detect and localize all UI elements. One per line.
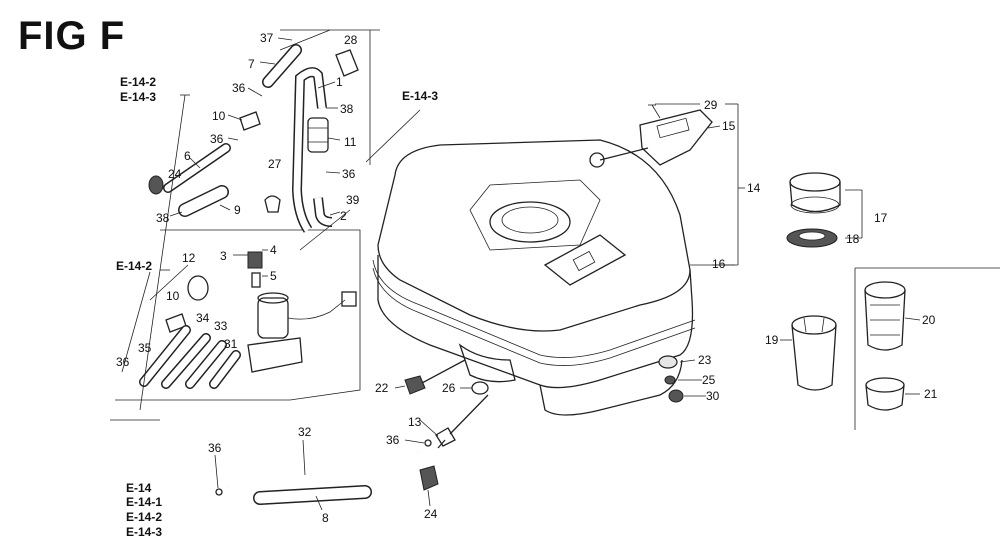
part-number: 25: [702, 373, 716, 387]
part-number: 22: [375, 381, 389, 395]
grommet-24-upper: [148, 175, 164, 195]
part-number: 15: [722, 119, 736, 133]
part-number: 18: [846, 232, 860, 246]
fuel-filter-11: [307, 117, 329, 153]
part-number: 35: [138, 341, 152, 355]
tank-bolt-22: [404, 359, 466, 395]
grommet-24-bottom: [419, 465, 439, 491]
ref-e14-2-top: E-14-2: [120, 75, 156, 89]
part-number: 11: [344, 135, 357, 149]
part-number: 2: [340, 209, 347, 223]
part-number: 21: [924, 387, 938, 401]
part-number: 36: [342, 167, 356, 181]
part-number: 36: [210, 132, 224, 146]
part-number: 37: [260, 31, 274, 45]
hose-37-7: [262, 44, 302, 88]
cap-seal: [786, 228, 838, 248]
hose-9: [178, 185, 229, 217]
part-number: 14: [747, 181, 761, 195]
ref-e14-2-bottom: E-14-2: [126, 510, 162, 524]
part-number: 10: [166, 289, 180, 303]
part-number: 29: [704, 98, 718, 112]
part-number: 5: [270, 269, 277, 283]
grommet-4: [247, 251, 263, 269]
part-number: 33: [214, 319, 228, 333]
part-number: 9: [234, 203, 241, 217]
fuel-pump: [247, 291, 357, 373]
part-number: 27: [268, 157, 282, 171]
part-number: 24: [424, 507, 438, 521]
part-number: 7: [248, 57, 255, 71]
nut-30: [668, 389, 684, 403]
part-number: 38: [340, 102, 354, 116]
figure-title: FIG F: [18, 14, 126, 58]
washer-25: [664, 375, 676, 385]
bracket-12: [187, 275, 209, 301]
ref-e14-3-bottom: E-14-3: [126, 525, 162, 539]
part-number: 24: [168, 167, 182, 181]
ref-e14-1-bottom: E-14-1: [126, 495, 162, 509]
part-number: 26: [442, 381, 456, 395]
strainer-20: [864, 281, 906, 351]
hoses-31-35: [139, 325, 241, 389]
part-number: 19: [765, 333, 779, 347]
part-number: 31: [224, 337, 238, 351]
fuel-cap: [789, 172, 841, 214]
ref-e14-bottom: E-14: [126, 481, 152, 495]
part-number: 10: [212, 109, 226, 123]
fuel-hose-32: [227, 449, 421, 491]
clamp-27: [264, 195, 281, 213]
part-number: 3: [220, 249, 227, 263]
part-number: 17: [874, 211, 888, 225]
clip-28: [335, 49, 359, 77]
clamp-36-bottom: [215, 439, 432, 496]
part-number: 34: [196, 311, 210, 325]
ref-e14-3-center: E-14-3: [402, 89, 438, 103]
ref-e14-2-mid: E-14-2: [116, 259, 152, 273]
strainer-19: [791, 315, 837, 391]
fuel-joint-13: [435, 394, 489, 449]
strainer-ring-21: [865, 377, 905, 411]
leader-lines: [110, 37, 921, 511]
part-number: 12: [182, 251, 196, 265]
fuel-gauge-assembly: [589, 104, 713, 168]
washer-23: [658, 355, 678, 369]
part-number-labels: 37 7 28 36 1 38 10 36 11 6 36 27 24 2 39…: [116, 31, 938, 525]
ref-e14-3-top: E-14-3: [120, 90, 156, 104]
part-number: 36: [208, 441, 222, 455]
part-number: 8: [322, 511, 329, 525]
part-number: 1: [336, 75, 343, 89]
cock-10-upper: [239, 111, 261, 131]
part-number: 30: [706, 389, 720, 403]
pin-5: [251, 272, 261, 288]
part-number: 28: [344, 33, 358, 47]
hose-1: [291, 67, 327, 233]
part-number: 20: [922, 313, 936, 327]
part-number: 36: [116, 355, 130, 369]
part-number: 4: [270, 243, 277, 257]
part-number: 36: [386, 433, 400, 447]
part-number: 32: [298, 425, 312, 439]
hose-2: [313, 197, 333, 227]
part-number: 6: [184, 149, 191, 163]
part-number: 16: [712, 257, 726, 271]
reference-labels: E-14-2 E-14-3 E-14-3 E-14-2 E-14 E-14-1 …: [116, 75, 438, 539]
section-dividers: [115, 29, 1000, 430]
part-number: 36: [232, 81, 246, 95]
part-number: 23: [698, 353, 712, 367]
part-number: 13: [408, 415, 422, 429]
washer-26: [471, 381, 489, 395]
part-number: 38: [156, 211, 170, 225]
hose-6: [163, 143, 231, 193]
fuel-hose-8: [253, 485, 372, 505]
fuel-tank: [372, 139, 696, 416]
part-number: 39: [346, 193, 360, 207]
